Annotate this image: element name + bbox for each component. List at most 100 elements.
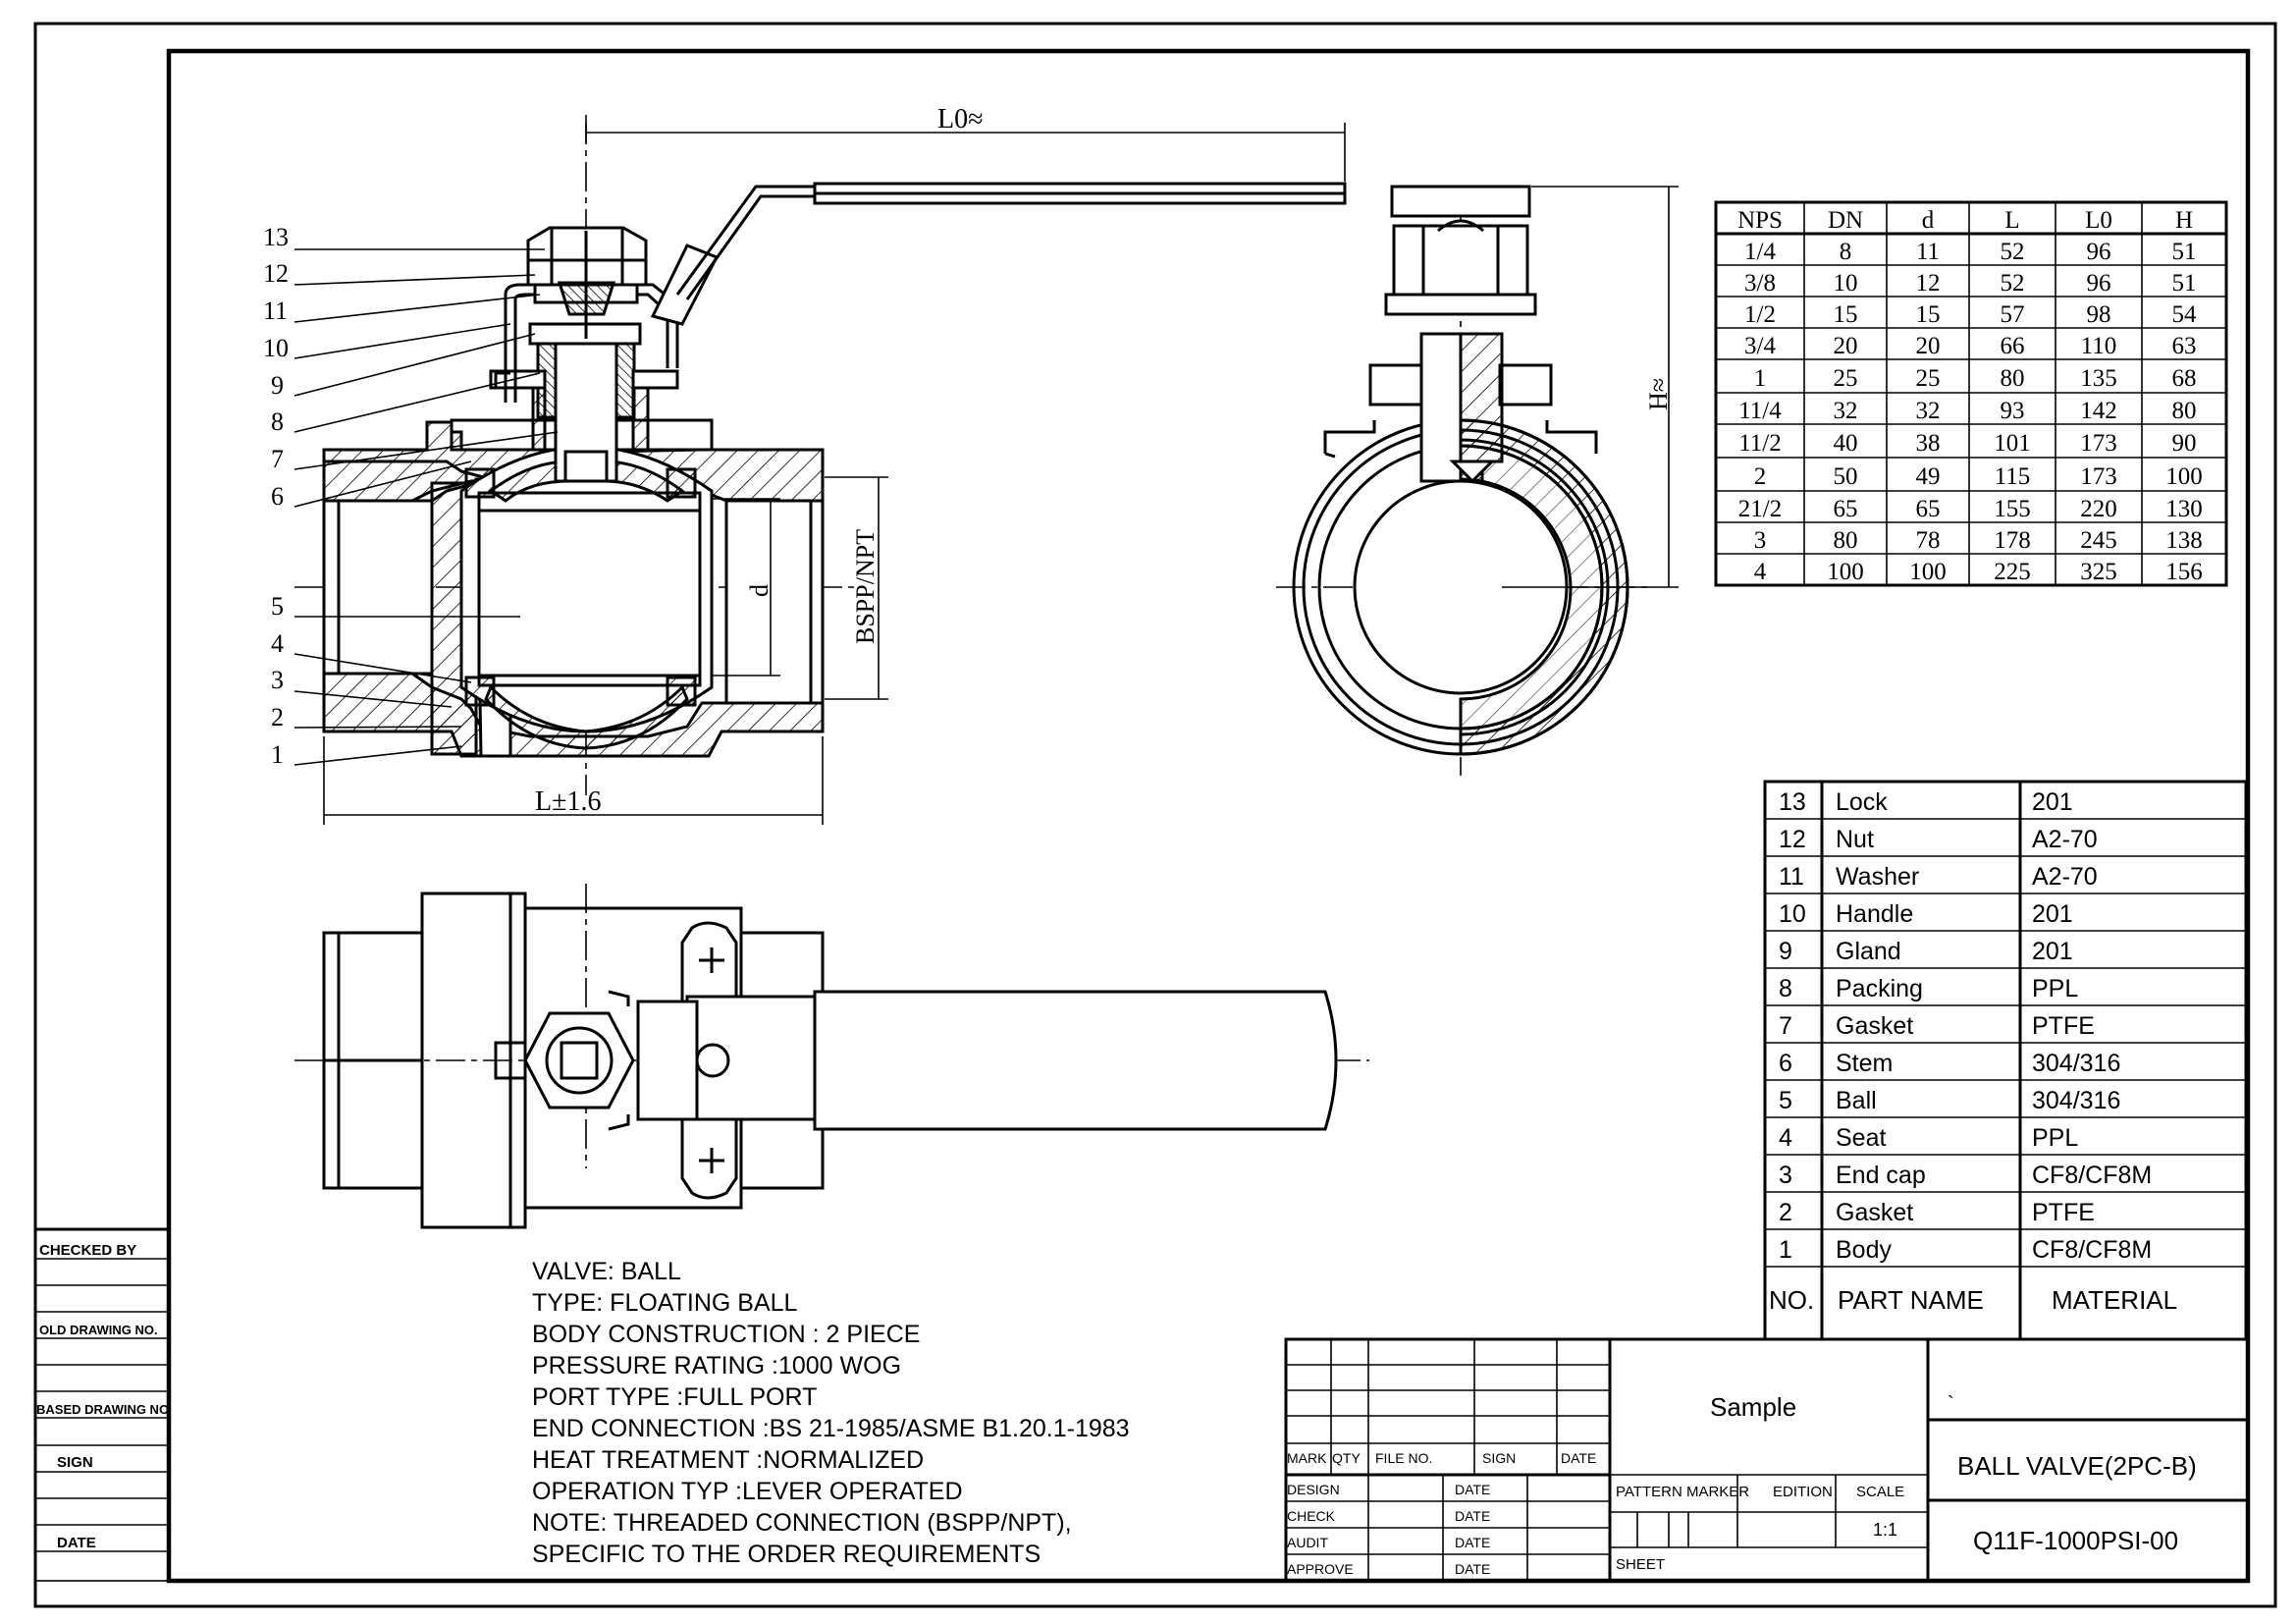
dim-table-cell: 101 bbox=[1994, 430, 2031, 457]
tb-scale-value: 1:1 bbox=[1873, 1520, 1897, 1540]
part-no: 10 bbox=[1779, 900, 1806, 928]
dim-table-cell: 142 bbox=[2080, 398, 2117, 424]
balloon-13: 13 bbox=[263, 223, 289, 251]
balloon-12: 12 bbox=[263, 259, 289, 288]
dim-table-cell: 1 bbox=[1754, 365, 1767, 392]
dim-table-cell: 98 bbox=[2087, 301, 2111, 328]
balloon-9: 9 bbox=[271, 371, 284, 400]
dim-port: BSPP/NPT bbox=[851, 529, 880, 644]
dim-table-cell: 32 bbox=[1916, 398, 1941, 424]
note-line-10: SPECIFIC TO THE ORDER REQUIREMENTS bbox=[532, 1541, 1041, 1568]
part-material: A2-70 bbox=[2032, 863, 2098, 891]
part-name: End cap bbox=[1836, 1162, 1926, 1189]
front-section-view: L0≈ L±1.6 BSPP/NPT d bbox=[294, 104, 1347, 825]
tb-qty: QTY bbox=[1332, 1450, 1361, 1466]
tb-tick: ` bbox=[1948, 1393, 1954, 1415]
part-material: 201 bbox=[2032, 900, 2073, 928]
dim-d: d bbox=[745, 584, 774, 597]
dim-table-cell: 138 bbox=[2165, 527, 2203, 554]
dim-table-cell: 100 bbox=[2165, 463, 2203, 490]
balloon-5: 5 bbox=[271, 592, 284, 621]
part-no: 6 bbox=[1779, 1050, 1792, 1077]
balloon-2: 2 bbox=[271, 703, 284, 731]
dim-l: L±1.6 bbox=[535, 786, 601, 817]
dim-table-cell: 52 bbox=[2001, 270, 2025, 297]
part-no: 8 bbox=[1779, 975, 1792, 1002]
tb-date-1: DATE bbox=[1455, 1482, 1490, 1497]
tb-sign: SIGN bbox=[1482, 1450, 1516, 1466]
part-no: 4 bbox=[1779, 1124, 1792, 1152]
dim-table-cell: 8 bbox=[1840, 239, 1852, 265]
tb-company: Sample bbox=[1710, 1392, 1796, 1422]
dim-table-cell: 40 bbox=[1834, 430, 1858, 457]
part-no: 12 bbox=[1779, 826, 1806, 853]
dim-table-cell: 49 bbox=[1916, 463, 1941, 490]
dim-table-cell: 135 bbox=[2080, 365, 2117, 392]
part-material: PPL bbox=[2032, 975, 2078, 1002]
dim-table-cell: 78 bbox=[1916, 527, 1941, 554]
part-no: 2 bbox=[1779, 1199, 1792, 1226]
dim-table-cell: 96 bbox=[2087, 270, 2111, 297]
dim-table-cell: 173 bbox=[2080, 430, 2117, 457]
part-material: 201 bbox=[2032, 788, 2073, 816]
side-view: H≈ bbox=[1276, 185, 1679, 776]
note-line-8: OPERATION TYP :LEVER OPERATED bbox=[532, 1478, 963, 1505]
part-no: 13 bbox=[1779, 788, 1806, 816]
dim-table-cell: 220 bbox=[2080, 496, 2117, 522]
tb-pattern-marker: PATTERN MARKER bbox=[1616, 1484, 1749, 1500]
dim-h: H≈ bbox=[1644, 378, 1673, 410]
dim-table-cell: 11/2 bbox=[1738, 430, 1782, 457]
tb-date-head: DATE bbox=[1561, 1450, 1596, 1466]
dim-table-header: d bbox=[1922, 207, 1935, 234]
dim-table-header: L bbox=[2004, 207, 2019, 234]
parts-header-material: MATERIAL bbox=[2052, 1285, 2177, 1315]
dim-table-cell: 38 bbox=[1916, 430, 1941, 457]
tb-date-2: DATE bbox=[1455, 1508, 1490, 1524]
dim-table-cell: 51 bbox=[2172, 239, 2197, 265]
tb-date-4: DATE bbox=[1455, 1561, 1490, 1577]
dim-table-cell: 32 bbox=[1834, 398, 1858, 424]
sign-label: SIGN bbox=[57, 1454, 93, 1471]
dim-table-cell: 1/2 bbox=[1744, 301, 1776, 328]
part-material: CF8/CF8M bbox=[2032, 1162, 2152, 1189]
dim-table-cell: 3/4 bbox=[1744, 333, 1776, 359]
balloon-1: 1 bbox=[271, 740, 284, 769]
tb-design: DESIGN bbox=[1287, 1482, 1340, 1497]
part-name: Gasket bbox=[1836, 1012, 1913, 1040]
part-material: 201 bbox=[2032, 938, 2073, 965]
dim-table-cell: 110 bbox=[2081, 333, 2117, 359]
part-name: Ball bbox=[1836, 1087, 1877, 1114]
parts-header-no: NO. bbox=[1769, 1285, 1814, 1315]
part-no: 9 bbox=[1779, 938, 1792, 965]
dim-table-cell: 20 bbox=[1834, 333, 1858, 359]
old-drawing-label: OLD DRAWING NO. bbox=[39, 1323, 158, 1337]
dim-table-cell: 52 bbox=[2001, 239, 2025, 265]
balloon-11: 11 bbox=[263, 297, 288, 325]
part-name: Washer bbox=[1836, 863, 1919, 891]
outer-border bbox=[33, 22, 2277, 1608]
note-line-2: TYPE: FLOATING BALL bbox=[532, 1289, 798, 1317]
dim-table-cell: 15 bbox=[1916, 301, 1941, 328]
dim-table-cell: 11 bbox=[1916, 239, 1940, 265]
dim-table-cell: 80 bbox=[2172, 398, 2197, 424]
dim-table-cell: 57 bbox=[2001, 301, 2025, 328]
dim-table-cell: 66 bbox=[2001, 333, 2025, 359]
part-material: PTFE bbox=[2032, 1199, 2095, 1226]
dim-table-cell: 63 bbox=[2172, 333, 2197, 359]
part-name: Handle bbox=[1836, 900, 1913, 928]
dim-table-cell: 1/4 bbox=[1744, 239, 1776, 265]
dim-table-cell: 100 bbox=[1827, 559, 1864, 585]
dim-table-cell: 65 bbox=[1834, 496, 1858, 522]
tb-drawing-no: Q11F-1000PSI-00 bbox=[1973, 1526, 2178, 1555]
balloon-3: 3 bbox=[271, 666, 284, 694]
part-no: 7 bbox=[1779, 1012, 1792, 1040]
dim-table-cell: 115 bbox=[1995, 463, 2031, 490]
dim-table-cell: 173 bbox=[2080, 463, 2117, 490]
dim-table-cell: 90 bbox=[2172, 430, 2197, 457]
general-notes: VALVE: BALL TYPE: FLOATING BALL BODY CON… bbox=[532, 1258, 1130, 1568]
top-handle bbox=[685, 995, 817, 1121]
note-line-5: PORT TYPE :FULL PORT bbox=[532, 1383, 817, 1411]
